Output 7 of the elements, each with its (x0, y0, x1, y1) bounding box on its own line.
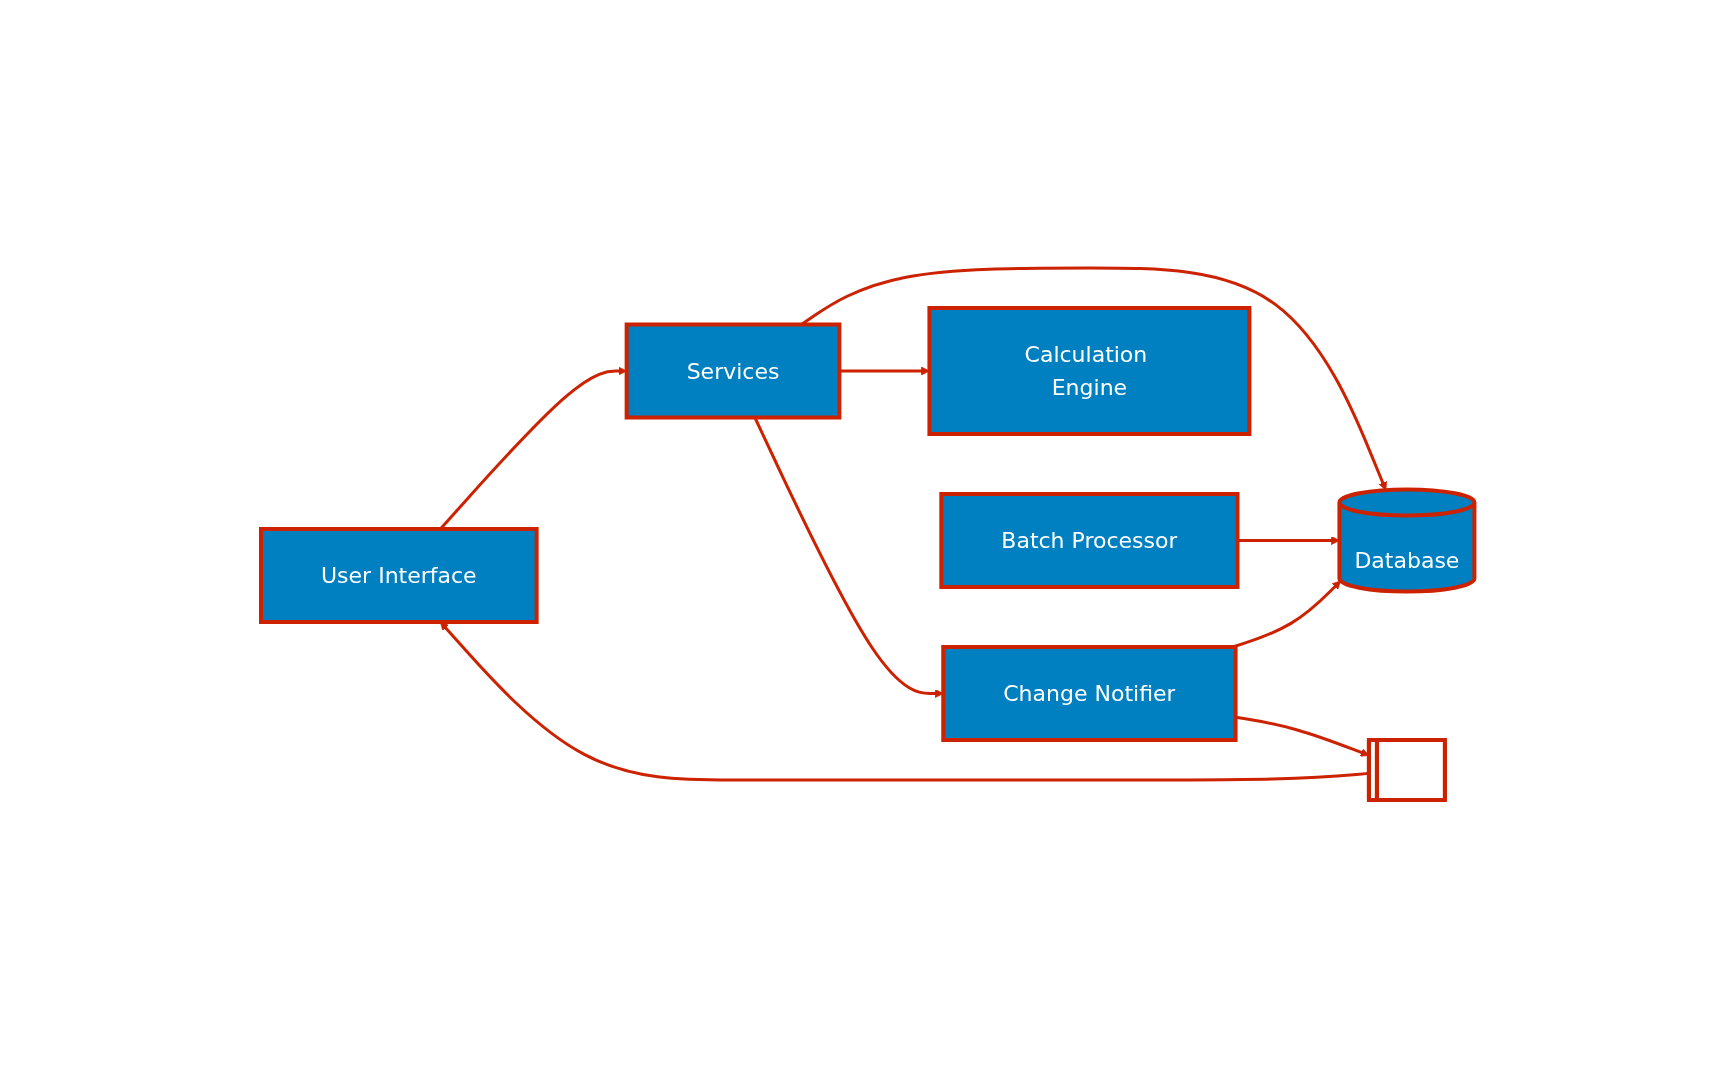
arrow (440, 621, 1370, 781)
node-box: Batch Processor (939, 491, 1240, 589)
node-box: Calculation Engine (927, 305, 1252, 436)
node-box: Services (624, 322, 842, 419)
arrow (800, 266, 1388, 491)
node-box: Change Notifier (941, 644, 1238, 742)
node-box: User Interface (259, 526, 539, 624)
